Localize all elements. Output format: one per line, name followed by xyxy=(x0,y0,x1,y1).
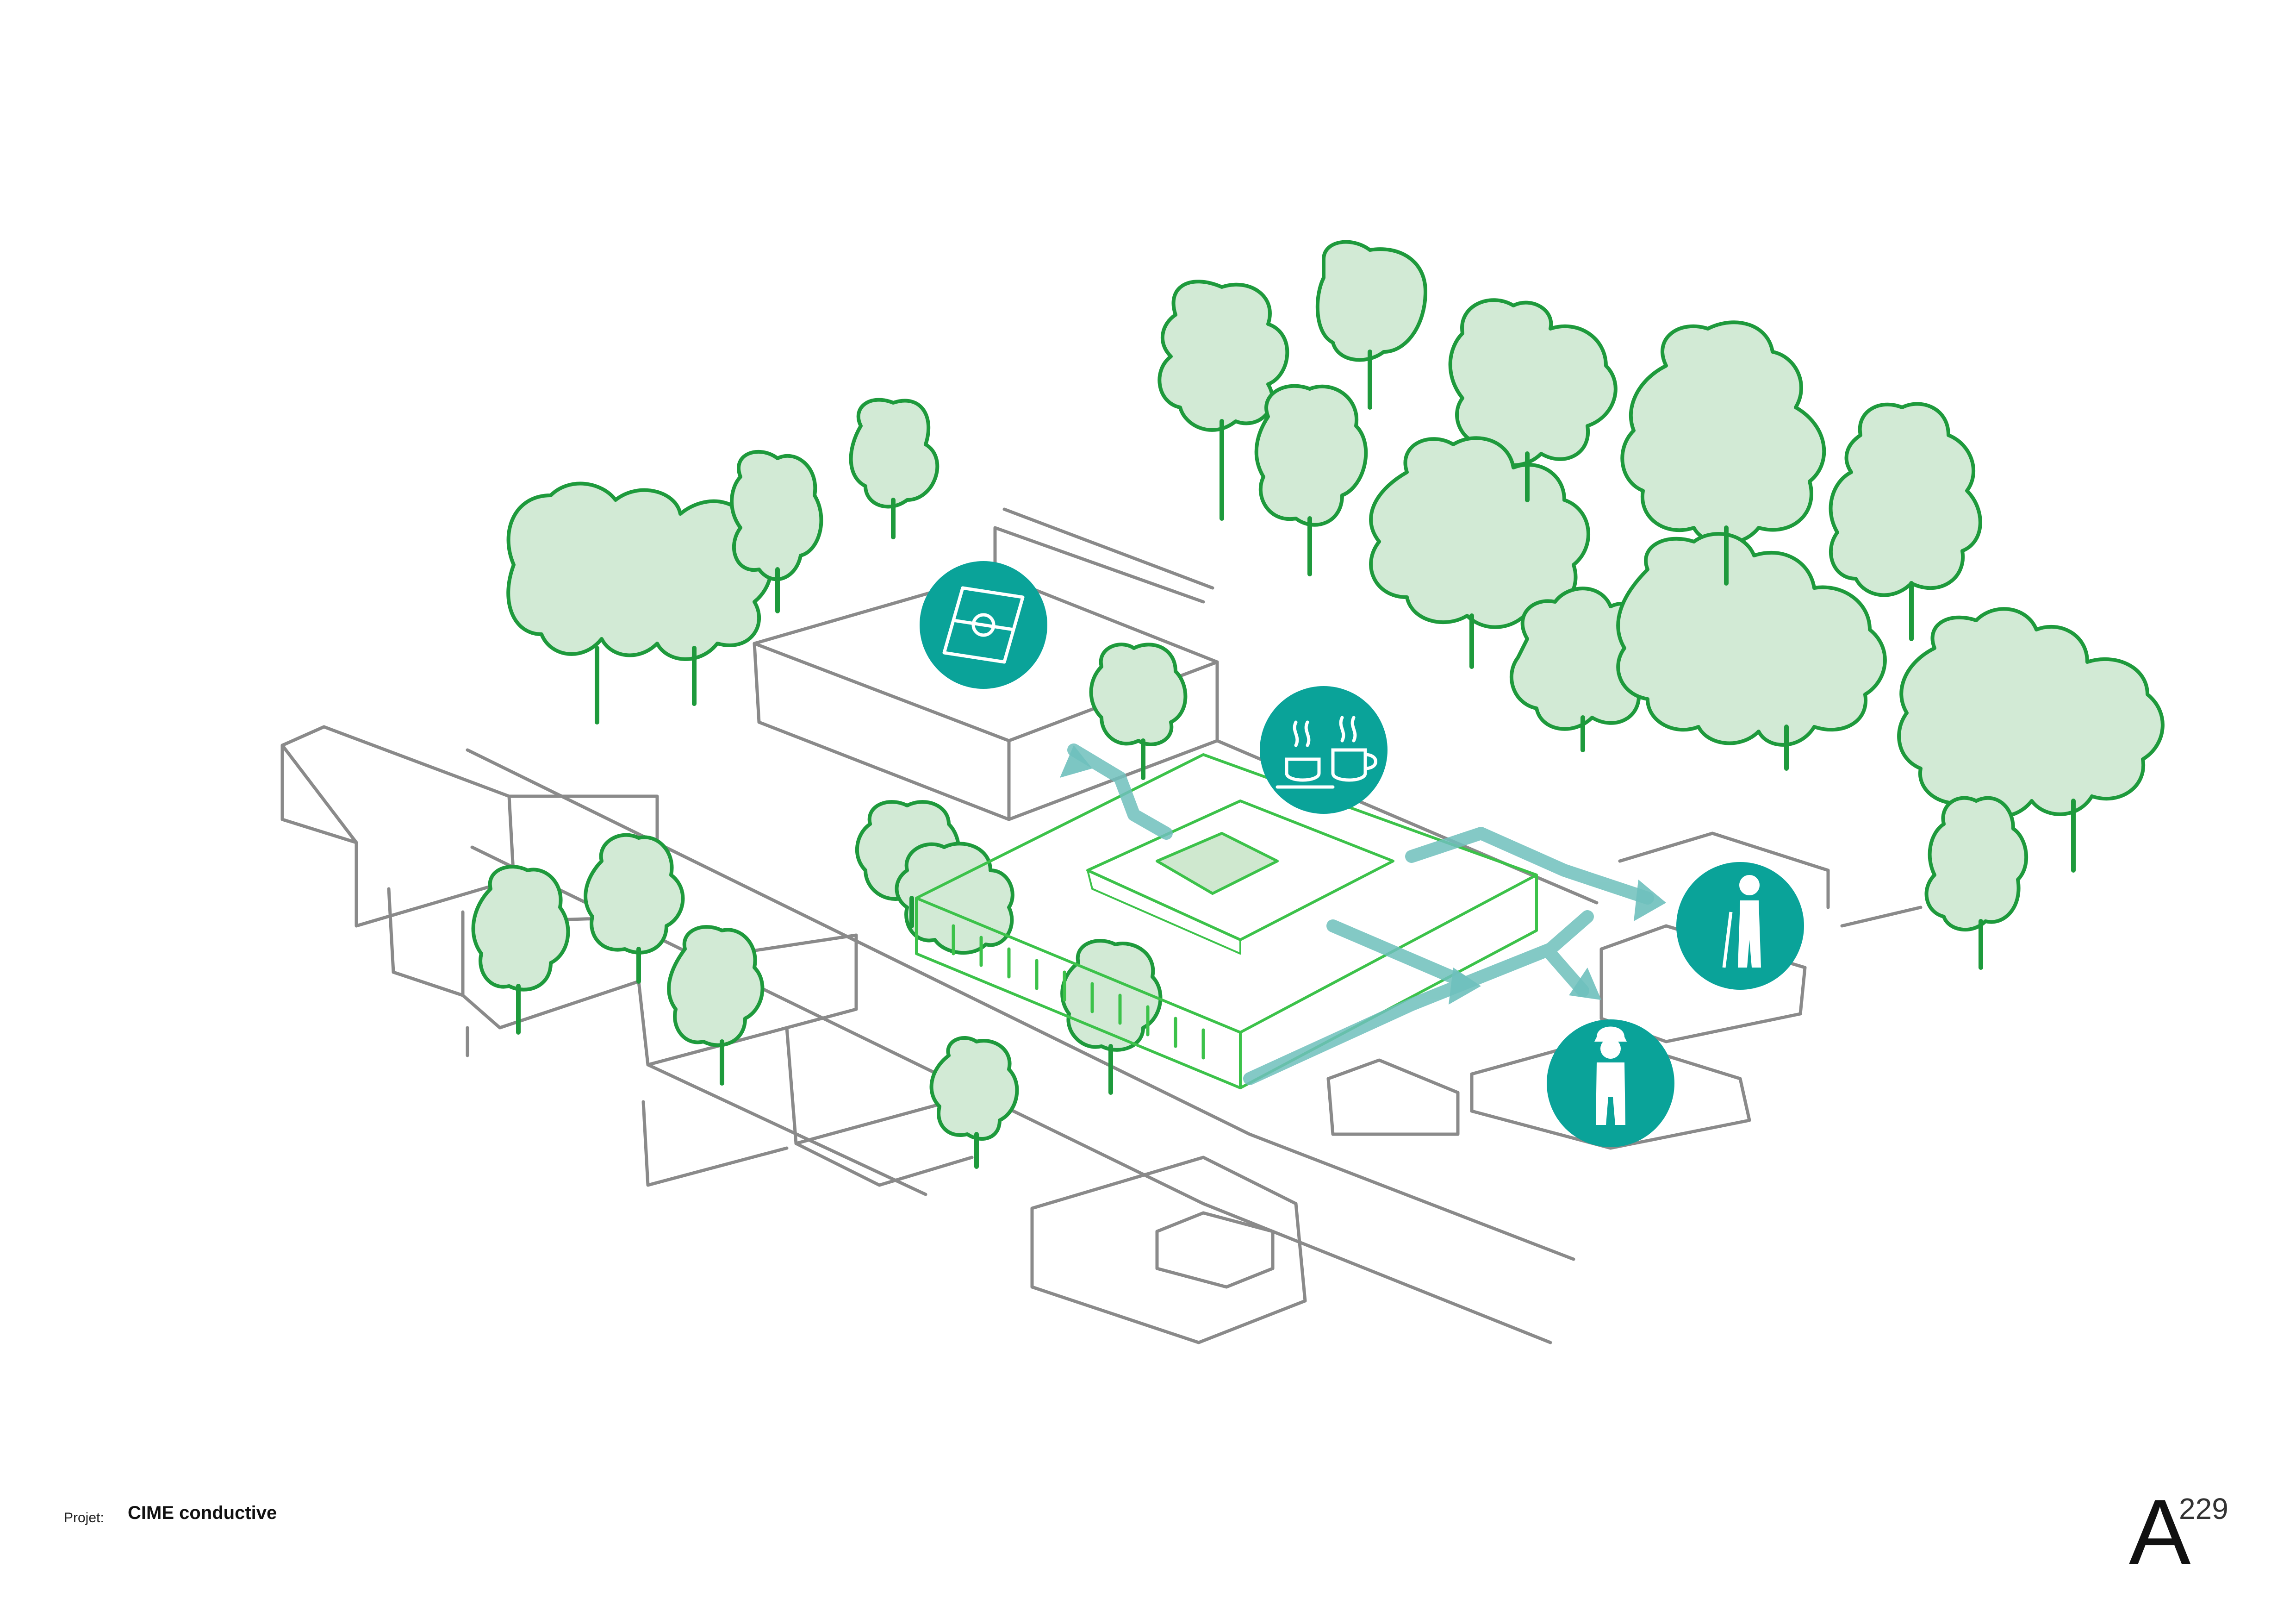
tree xyxy=(1089,643,1188,746)
project-name: CIME conductive xyxy=(128,1503,277,1523)
tree xyxy=(730,450,823,581)
tree xyxy=(1448,298,1618,467)
building-windows xyxy=(952,924,1205,1060)
tree xyxy=(584,833,685,955)
tree xyxy=(1254,384,1368,527)
tree xyxy=(1829,402,1982,597)
worker-person-icon xyxy=(1547,1019,1674,1147)
tree xyxy=(929,1036,1019,1141)
coffee-cups-icon xyxy=(1260,686,1388,814)
page-letter: A xyxy=(2129,1480,2191,1584)
tree xyxy=(506,481,773,661)
tree xyxy=(1315,240,1427,362)
tree-trunks xyxy=(516,350,2076,1169)
tree xyxy=(667,925,765,1047)
tree xyxy=(471,865,570,992)
page-number: 229 xyxy=(2179,1492,2228,1525)
tree xyxy=(1620,320,1826,545)
soccer-field-icon xyxy=(920,561,1047,689)
tree xyxy=(849,398,940,509)
tree xyxy=(1897,607,2165,818)
project-label: Projet: xyxy=(64,1510,104,1525)
arrow-heads xyxy=(1060,745,1666,1005)
tree xyxy=(1924,796,2028,932)
tree-group xyxy=(471,240,2165,1141)
tree xyxy=(1616,532,1887,747)
elderly-person-icon xyxy=(1676,862,1804,990)
